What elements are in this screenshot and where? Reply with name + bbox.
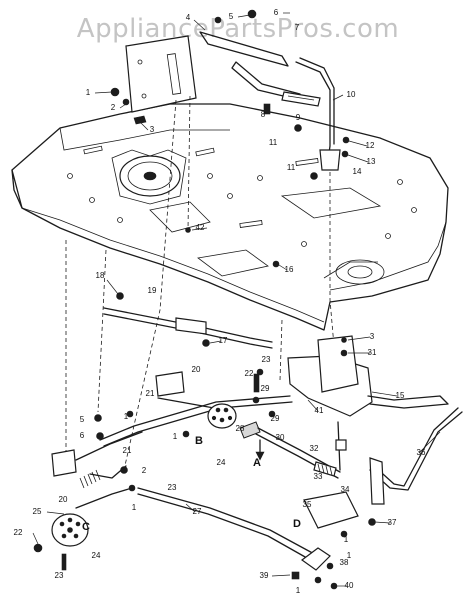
part-callout: 18 [96,271,105,280]
part-callout: 24 [217,458,226,467]
view-letter: D [293,518,301,530]
part-callout: 23 [55,571,64,580]
part-callout: 36 [417,448,426,457]
part-callout: 17 [219,336,228,345]
view-letter: A [253,457,261,469]
part-callout: 35 [303,500,312,509]
part-callout: 21 [123,446,132,455]
part-callout: 3 [370,332,375,341]
part-callout: 31 [368,348,377,357]
part-callout: 37 [388,518,397,527]
part-callout: 30 [276,433,285,442]
part-callout: 1 [124,412,129,421]
part-callout: 20 [59,495,68,504]
part-callout: 1 [344,535,349,544]
part-callout: 28 [236,424,245,433]
part-callout: 1 [173,432,178,441]
part-callout: 5 [229,12,234,21]
alignment-lines [65,95,335,471]
view-letter: C [82,521,90,533]
part-callout: 13 [367,157,376,166]
part-callout: 2 [142,466,147,475]
part-callout: 20 [192,365,201,374]
part-callout: 1 [347,551,352,560]
part-callout: 6 [80,431,85,440]
part-callout: 10 [347,90,356,99]
part-callout: 8 [261,110,266,119]
part-callout: 9 [296,113,301,122]
view-letters: A B C D [82,435,301,533]
part-callout: 16 [285,265,294,274]
part-callout: 39 [260,571,269,580]
leader-lines [32,12,441,587]
part-callout: 25 [33,507,42,516]
part-callout: 23 [168,483,177,492]
part-callout: 5 [80,415,85,424]
part-callout: 23 [262,355,271,364]
part-callout: 29 [261,384,270,393]
lower-linkage-parts [33,292,463,590]
part-callout: 11 [269,138,278,147]
part-callout: 29 [271,414,280,423]
part-callout: 24 [92,551,101,560]
part-callout: 1 [86,88,91,97]
part-callout: 15 [396,391,405,400]
frame-chassis [11,103,449,331]
part-callout: 1 [132,503,137,512]
part-callout: 40 [345,581,354,590]
part-callout: 22 [14,528,23,537]
part-callout: 22 [245,369,254,378]
upper-linkage-parts [110,9,350,268]
part-callout: 14 [353,167,362,176]
part-callout: 12 [366,141,375,150]
part-callout: 34 [341,485,350,494]
part-callout: 42 [196,223,205,232]
part-callout: 21 [146,389,155,398]
part-callout: 7 [295,23,300,32]
part-callout: 1 [296,586,301,595]
part-callout: 3 [150,125,155,134]
part-callout: 27 [193,507,202,516]
watermark: AppliancePartsPros.com [76,14,400,44]
part-callout: 11 [287,163,296,172]
part-callout: 2 [111,103,116,112]
part-callout: 19 [148,286,157,295]
part-callout: 6 [274,8,279,17]
view-letter: B [195,435,203,447]
part-callout: 33 [314,472,323,481]
part-callout: 38 [340,558,349,567]
part-callout: 4 [186,13,191,22]
part-callout: 41 [315,406,324,415]
part-callout: 32 [310,444,319,453]
